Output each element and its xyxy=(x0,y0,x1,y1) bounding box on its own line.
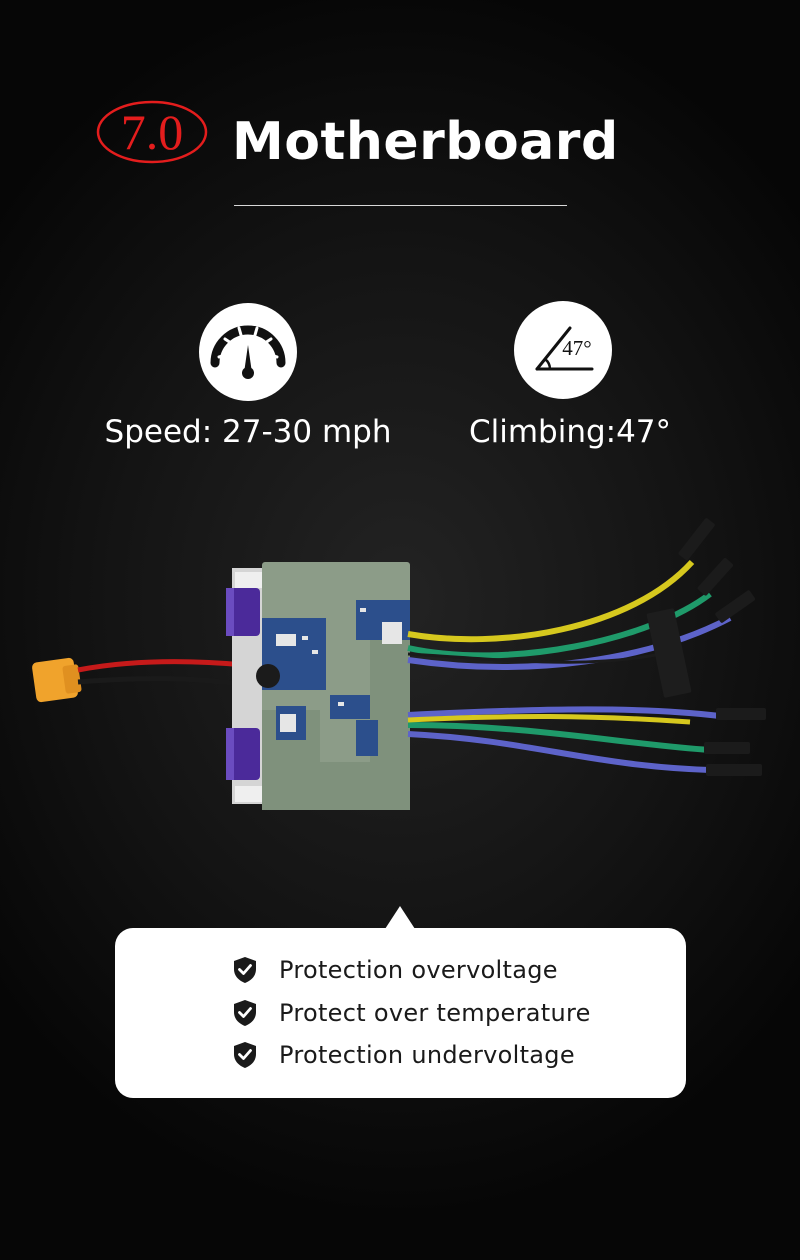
feature-label: Protection overvoltage xyxy=(279,956,558,984)
popup-pointer xyxy=(385,906,415,929)
features-card: Protection overvoltage Protect over temp… xyxy=(115,928,686,1098)
page-title: Motherboard xyxy=(232,112,619,172)
feature-label: Protection undervoltage xyxy=(279,1041,575,1069)
version-number: 7.0 xyxy=(120,104,184,160)
feature-item: Protection overvoltage xyxy=(233,950,558,990)
speedometer-icon xyxy=(199,303,297,401)
speed-spec-label: Speed: 27-30 mph xyxy=(104,414,392,450)
shield-check-icon xyxy=(234,1042,256,1068)
feature-item: Protect over temperature xyxy=(233,993,591,1033)
incline-angle-icon: 47° xyxy=(514,301,612,399)
shield-check-icon xyxy=(234,1000,256,1026)
feature-label: Protect over temperature xyxy=(279,999,591,1027)
incline-angle-value: 47° xyxy=(562,336,591,360)
badge-ellipse xyxy=(96,100,208,164)
title-divider xyxy=(234,205,567,206)
shield-check-icon xyxy=(234,957,256,983)
version-badge: 7.0 xyxy=(96,100,208,164)
climbing-spec-label: Climbing:47° xyxy=(468,414,672,450)
motherboard-image xyxy=(30,510,770,820)
feature-item: Protection undervoltage xyxy=(233,1035,575,1075)
